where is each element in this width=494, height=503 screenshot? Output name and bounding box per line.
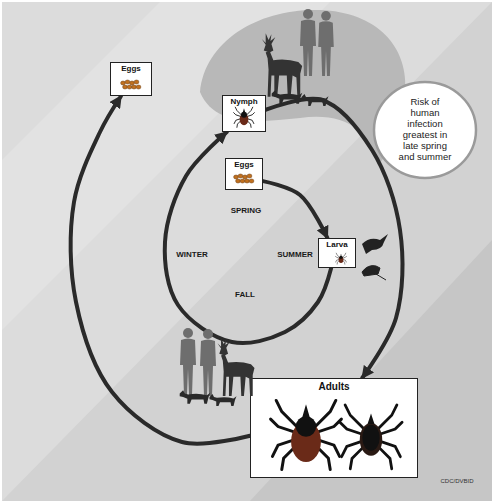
mouse-host — [362, 266, 386, 280]
panel-shade — [250, 240, 492, 501]
season-label: SPRING — [226, 206, 266, 215]
bird-host — [362, 234, 388, 254]
human-hosts — [180, 9, 334, 396]
season-label: SUMMER — [274, 250, 316, 259]
nymph-stage-box: Nymph — [222, 95, 266, 132]
stage-name: Adults — [251, 381, 417, 392]
callout-text: Risk of human infection greatest in late… — [396, 97, 454, 163]
adult-female-tick — [271, 400, 342, 469]
life-cycle-arrow — [165, 132, 331, 343]
risk-callout: Risk of human infection greatest in late… — [372, 80, 478, 180]
season-label: WINTER — [172, 250, 212, 259]
larva-stage-box: Larva — [318, 238, 356, 268]
stage-name: Larva — [319, 241, 355, 250]
egg-stage-box: Eggs — [225, 158, 263, 190]
season-label: FALL — [228, 290, 262, 299]
adult-stage-box: Adults — [250, 378, 418, 478]
deer-host — [218, 33, 303, 396]
larva-hosts — [362, 234, 388, 280]
stage-name: Eggs — [111, 65, 151, 74]
life-cycle-arrow — [71, 96, 250, 444]
nymph-tick — [234, 107, 255, 127]
small-mammal-hosts — [180, 90, 329, 406]
adult-male-tick — [340, 405, 402, 469]
stage-name: Nymph — [223, 98, 265, 107]
larva-tick — [335, 253, 346, 264]
stage-name: Eggs — [226, 161, 262, 170]
credit-label: CDC/DVBID — [432, 478, 482, 484]
egg-cluster — [234, 174, 254, 183]
egg-stage-box: Eggs — [110, 62, 152, 96]
life-cycle-arrow — [263, 181, 327, 238]
egg-cluster — [121, 80, 141, 89]
